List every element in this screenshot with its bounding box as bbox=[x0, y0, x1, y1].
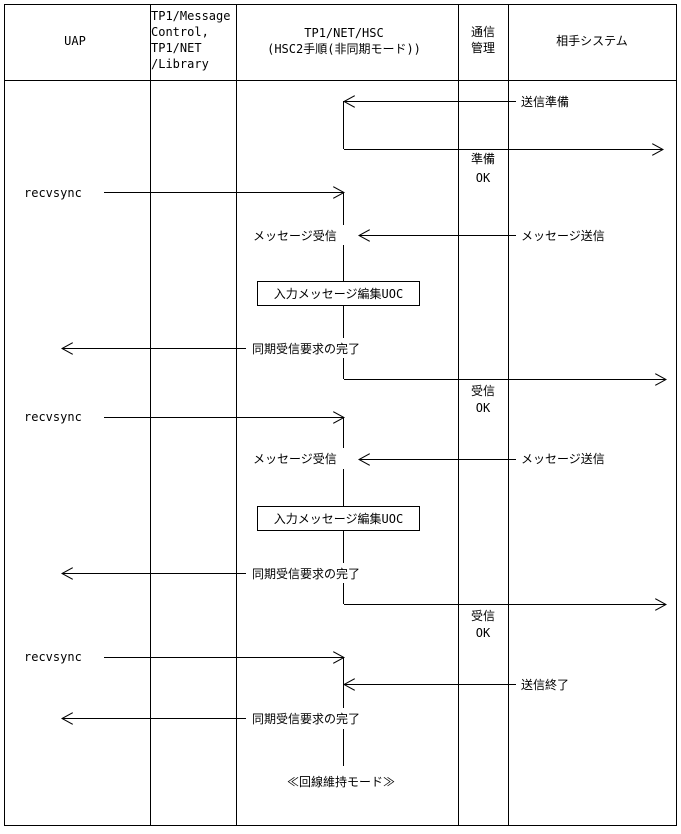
header-hsc-line2: (HSC2手順(非同期モード)) bbox=[267, 42, 421, 56]
uoc-box-1 bbox=[257, 281, 420, 306]
label-recvsync-2: recvsync bbox=[24, 410, 82, 424]
header-mcf-line1: TP1/Message bbox=[151, 9, 230, 23]
label-uoc-1: 入力メッセージ編集UOC bbox=[274, 286, 403, 301]
label-msg-send-1: メッセージ送信 bbox=[521, 228, 605, 243]
header-comm-line1: 通信 bbox=[471, 25, 495, 39]
header-mcf-line4: /Library bbox=[151, 57, 209, 71]
label-complete-3: 同期受信要求の完了 bbox=[252, 711, 360, 726]
label-msg-send-2: メッセージ送信 bbox=[521, 451, 605, 466]
label-recv-ok-2b: OK bbox=[476, 626, 491, 640]
label-recvsync-3: recvsync bbox=[24, 650, 82, 664]
header-uap: UAP bbox=[64, 34, 86, 48]
header-mcf-line3: TP1/NET bbox=[151, 41, 202, 55]
label-complete-2: 同期受信要求の完了 bbox=[252, 566, 360, 581]
label-uoc-2: 入力メッセージ編集UOC bbox=[274, 511, 403, 526]
header-comm-line2: 管理 bbox=[471, 40, 495, 55]
label-complete-1: 同期受信要求の完了 bbox=[252, 341, 360, 356]
label-prepare-ok-1: 準備 bbox=[471, 151, 495, 166]
label-prepare-ok-2: OK bbox=[476, 171, 491, 185]
label-send-end: 送信終了 bbox=[521, 677, 569, 692]
label-recv-ok-1b: OK bbox=[476, 401, 491, 415]
label-line-keep-mode: ≪回線維持モード≫ bbox=[287, 774, 395, 789]
label-msg-recv-1: メッセージ受信 bbox=[253, 229, 337, 243]
uoc-box-2 bbox=[257, 506, 420, 531]
label-recv-ok-1a: 受信 bbox=[471, 384, 495, 398]
label-recv-ok-2a: 受信 bbox=[471, 609, 495, 623]
header-remote: 相手システム bbox=[556, 34, 628, 48]
label-recvsync-1: recvsync bbox=[24, 186, 82, 200]
header-hsc-line1: TP1/NET/HSC bbox=[304, 26, 383, 40]
label-send-prepare: 送信準備 bbox=[521, 94, 569, 109]
table-frame bbox=[4, 4, 677, 826]
header-mcf-line2: Control, bbox=[151, 25, 209, 39]
label-msg-recv-2: メッセージ受信 bbox=[253, 452, 337, 466]
